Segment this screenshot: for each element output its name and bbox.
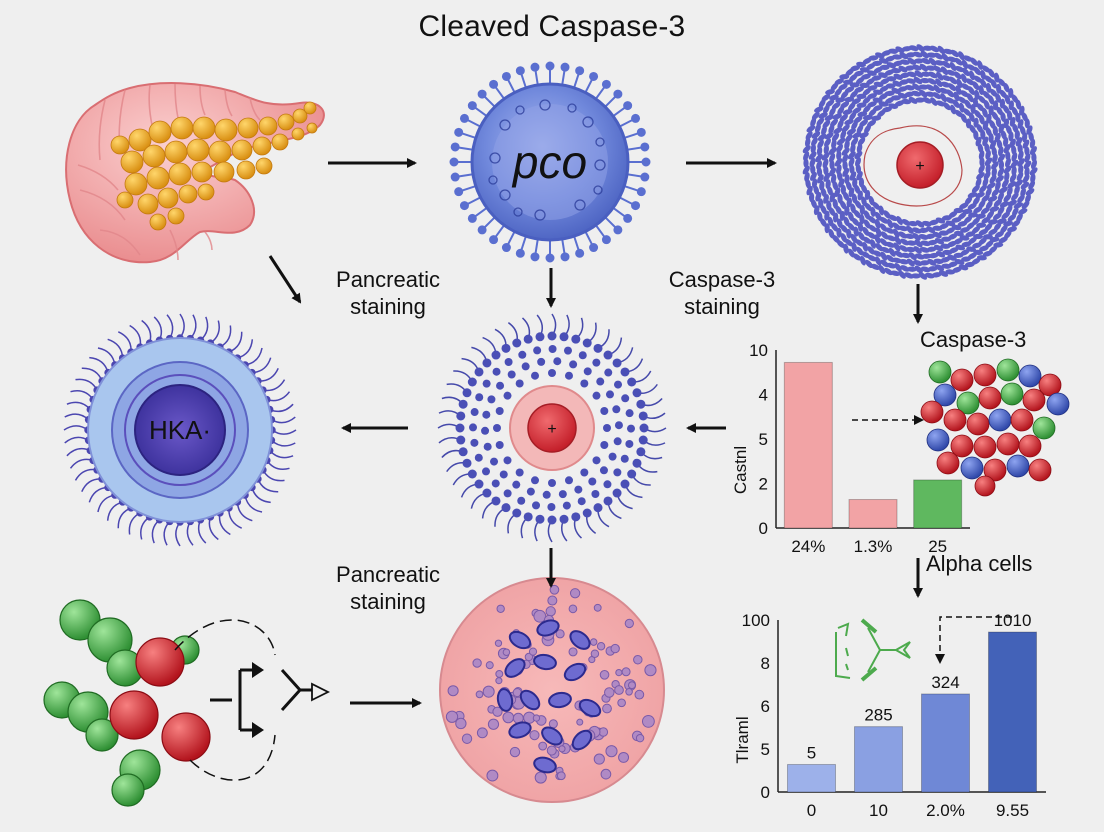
label-line: Caspase-3: [668, 267, 776, 292]
chart1-x-tick-label: 24%: [791, 537, 825, 556]
chart1-bar: [913, 479, 963, 529]
chart2-x-tick-label: 9.55: [996, 801, 1029, 820]
chart2-ylabel: Tlraml: [733, 716, 752, 763]
hka-cell-illustration: HKA·: [63, 313, 297, 547]
pancreas-illustration: [65, 82, 325, 264]
label-caspase-staining: Caspase-3 staining: [652, 266, 792, 320]
label-caspase3: Caspase-3: [920, 327, 1027, 352]
chart1-ytick-label: 4: [759, 386, 768, 405]
chart2-ytick-label: 100: [742, 611, 770, 630]
micelle-cell-illustration: +: [437, 313, 667, 543]
chart2-data-label: 285: [864, 706, 892, 725]
chart1-ytick-label: 2: [759, 475, 768, 494]
chart2-ytick-label: 8: [761, 654, 770, 673]
chart2-x-tick-label: 0: [807, 801, 816, 820]
page-title: Cleaved Caspase-3: [418, 10, 686, 43]
arrow-chart2-dashed: [935, 616, 1012, 664]
chart1-bar: [783, 361, 833, 529]
chart2-data-label: 1010: [994, 611, 1032, 630]
chart2-ytick-label: 5: [761, 740, 770, 759]
chart2-ytick-label: 6: [761, 697, 770, 716]
chart2-bar: [787, 763, 836, 793]
label-pancreatic-staining-2: Pancreatic staining: [318, 561, 458, 615]
cell-cluster-illustration: [43, 599, 331, 807]
chart2-bar: [921, 693, 970, 793]
label-pancreatic-staining-1: Pancreatic staining: [318, 266, 458, 320]
flow-arrows: [268, 158, 1012, 708]
cell-label-hka: HKA·: [149, 415, 211, 445]
chart1-ytick-label: 10: [749, 341, 768, 360]
chart1-x-tick-label: 25: [928, 537, 947, 556]
chart1-x-tick-label: 1.3%: [854, 537, 893, 556]
chart2-ytick-label: 0: [761, 783, 770, 802]
chart-2: Tlraml 0 5 6 8 100 0 10 2.0% 9.55 5 285 324 1010: [733, 611, 1046, 820]
cell-label-pco: pco: [511, 136, 587, 188]
chart1-ylabel: Castnl: [731, 446, 750, 494]
chart2-x-tick-label: 2.0%: [926, 801, 965, 820]
label-line: Pancreatic: [336, 562, 440, 587]
chart1-ytick-label: 0: [759, 519, 768, 538]
label-line: staining: [350, 294, 426, 319]
svg-text:+: +: [547, 421, 556, 438]
svg-text:+: +: [915, 158, 924, 175]
chart1-bar: [848, 499, 898, 529]
label-alpha-cells: Alpha cells: [926, 551, 1033, 576]
arrow-pancreas-down: [268, 255, 302, 304]
label-line: Pancreatic: [336, 267, 440, 292]
chart2-data-label: 324: [931, 673, 959, 692]
chart1-ytick-label: 5: [759, 430, 768, 449]
caspase3-molecule-illustration: [920, 358, 1070, 497]
label-line: staining: [684, 294, 760, 319]
blue-cell-illustration: pco: [449, 61, 651, 263]
chart2-bar: [988, 631, 1037, 793]
label-line: staining: [350, 589, 426, 614]
caspase-ring-illustration: +: [802, 44, 1038, 280]
tissue-staining-illustration: [439, 577, 665, 803]
chart2-bar: [854, 726, 903, 793]
chart2-data-label: 5: [807, 743, 816, 762]
receptor-icon: [835, 618, 911, 682]
chart2-x-tick-label: 10: [869, 801, 888, 820]
